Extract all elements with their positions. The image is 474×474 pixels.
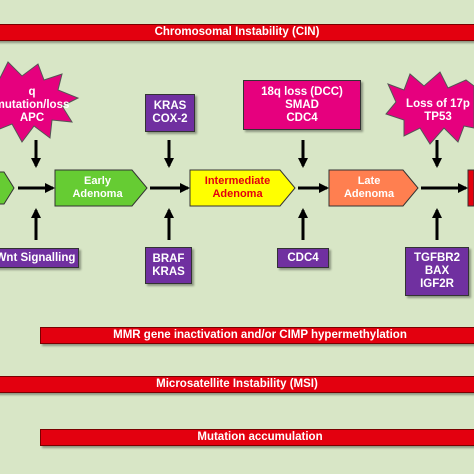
cdc4-box: CDC4: [277, 248, 329, 268]
late-adenoma-label: Late Adenoma: [329, 170, 409, 206]
left-starburst: [0, 61, 80, 143]
apc-burst-label: q mutation/loss APC: [0, 85, 74, 124]
tgfbr2-line: TGFBR2: [414, 252, 460, 264]
kras-line: KRAS: [152, 265, 185, 278]
intermediate-adenoma-line-1: Intermediate: [204, 175, 271, 187]
apc-burst-line-1: q mutation/loss: [0, 85, 70, 111]
mutation-accumulation-bar: Mutation accumulation: [40, 429, 474, 446]
bax-line: BAX: [424, 265, 450, 277]
intermediate-adenoma-label: Intermediate Adenoma: [190, 170, 285, 206]
igf2r-line: IGF2R: [420, 278, 454, 290]
wnt-signalling-box: Wnt Signalling: [0, 248, 79, 268]
kras-cox2-box: KRAS COX-2: [145, 94, 195, 132]
tp53-burst-line-1: Loss of 17p: [406, 98, 470, 110]
right-starburst: [385, 71, 474, 145]
early-adenoma-line-1: Early: [84, 175, 111, 187]
intermediate-adenoma-line-2: Adenoma: [212, 188, 263, 200]
mmr-bar: MMR gene inactivation and/or CIMP hyperm…: [40, 327, 474, 344]
intermediate-adenoma-shape: [189, 169, 296, 207]
apc-burst-line-2: APC: [19, 111, 45, 124]
end-stage-box: [467, 169, 474, 207]
dcc-smad-cdc4-box: 18q loss (DCC) SMAD CDC4: [243, 80, 361, 130]
tp53-burst-label: Loss of 17p TP53: [398, 94, 474, 128]
early-adenoma-shape: [54, 169, 148, 207]
tgfbr2-bax-igf2r-box: TGFBR2 BAX IGF2R: [405, 247, 469, 296]
late-adenoma-line-2: Adenoma: [343, 188, 395, 200]
tp53-burst-line-2: TP53: [424, 111, 452, 123]
braf-line: BRAF: [152, 252, 185, 265]
wnt-signalling-text: Wnt Signalling: [0, 251, 76, 264]
start-stage-box: [0, 171, 15, 205]
braf-kras-box: BRAF KRAS: [145, 247, 192, 284]
dcc-line-1: 18q loss (DCC): [261, 85, 343, 98]
cdc4-text: CDC4: [287, 251, 319, 264]
kras-cox2-line-2: COX-2: [152, 113, 188, 125]
dcc-line-2: SMAD: [285, 98, 319, 111]
msi-bar: Microsatellite Instability (MSI): [0, 376, 474, 393]
early-adenoma-label: Early Adenoma: [55, 170, 140, 206]
dcc-line-3: CDC4: [286, 111, 318, 124]
late-adenoma-shape: [328, 169, 419, 207]
early-adenoma-line-2: Adenoma: [72, 188, 123, 200]
cin-bar: Chromosomal Instability (CIN): [0, 24, 474, 41]
kras-cox2-line-1: KRAS: [153, 100, 187, 112]
late-adenoma-line-1: Late: [357, 175, 381, 187]
